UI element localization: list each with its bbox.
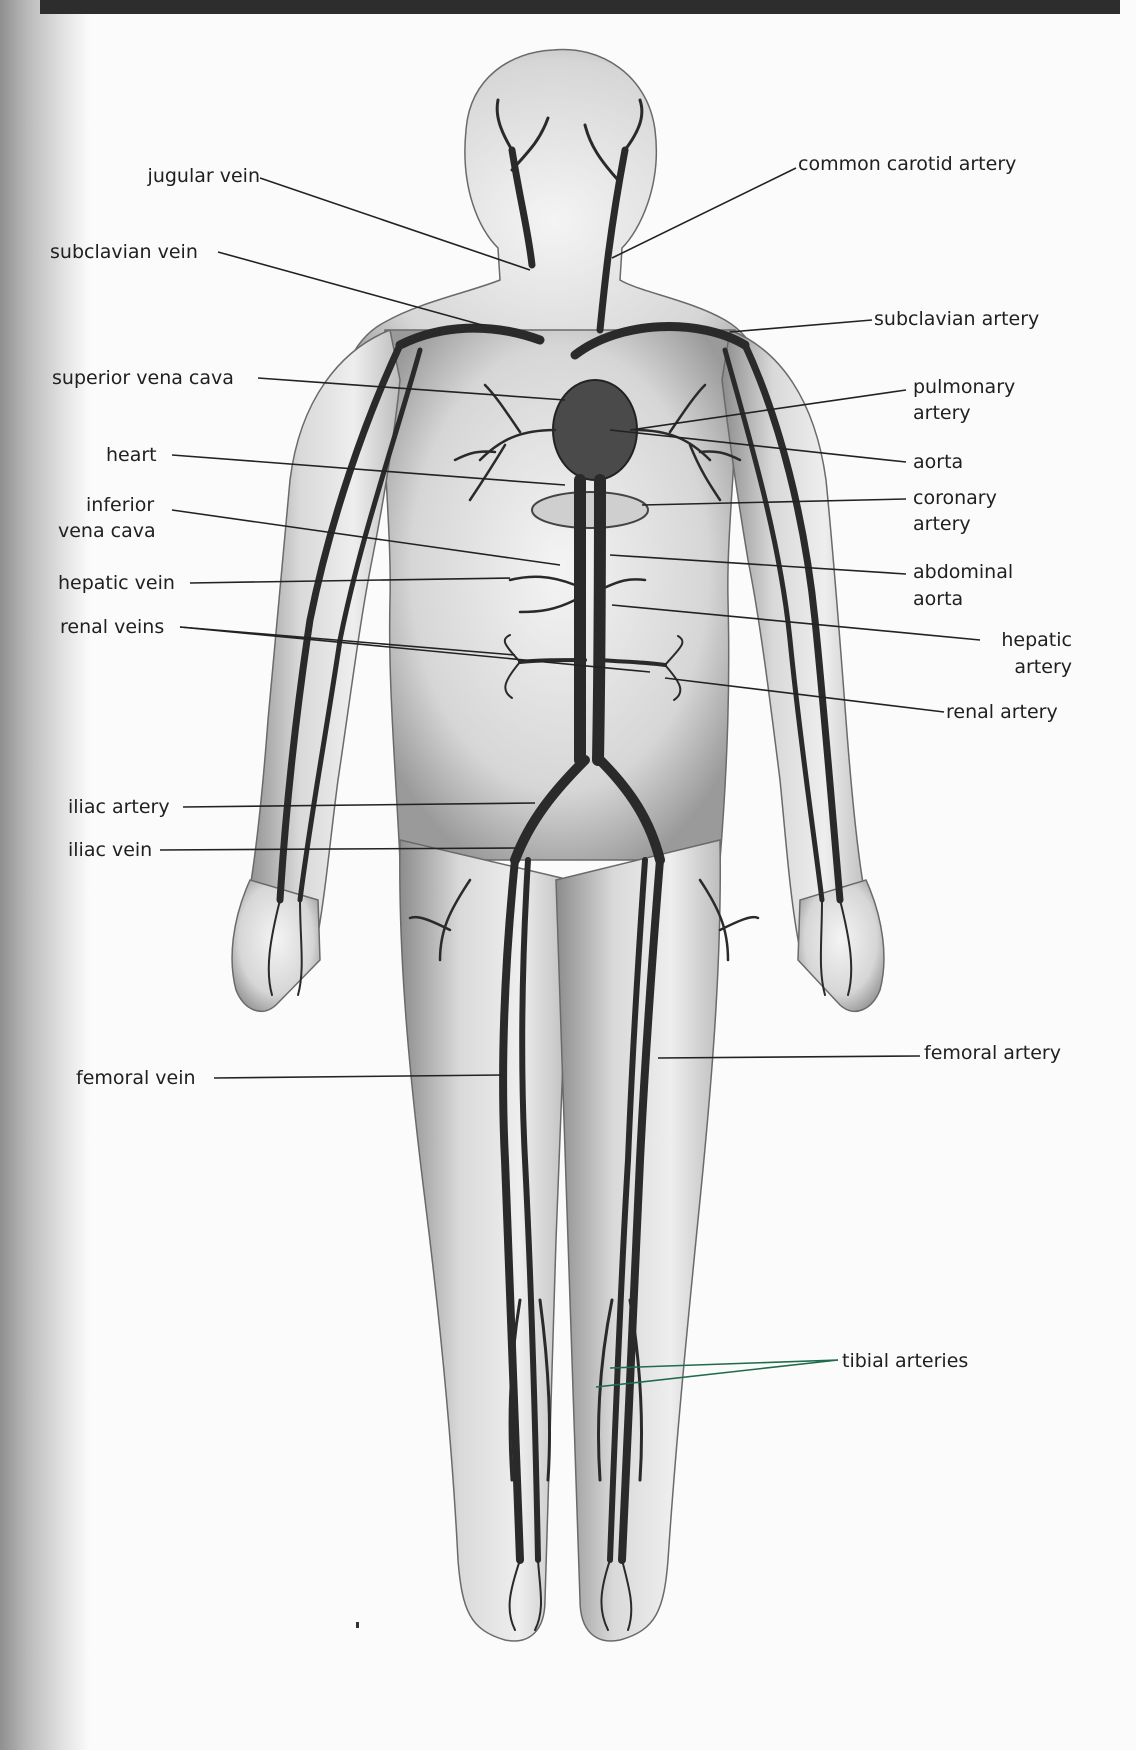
label-inferior-vena-cava-line2: vena cava: [58, 518, 156, 544]
label-subclavian-artery: subclavian artery: [874, 306, 1039, 332]
label-superior-vena-cava: superior vena cava: [52, 365, 234, 391]
label-subclavian-vein: subclavian vein: [50, 239, 198, 265]
leader-subclavian-vein: [218, 252, 482, 325]
label-femoral-vein: femoral vein: [76, 1065, 196, 1091]
body-silhouette: [232, 49, 884, 1640]
left-leg: [400, 840, 570, 1641]
abdominal-aorta-vessel: [598, 480, 600, 760]
label-pulmonary-artery-line1: pulmonary: [913, 374, 1015, 400]
label-pulmonary-artery-line2: artery: [913, 400, 971, 426]
label-iliac-artery: iliac artery: [68, 794, 170, 820]
label-tibial-arteries: tibial arteries: [842, 1348, 968, 1374]
label-renal-artery: renal artery: [946, 699, 1058, 725]
label-coronary-artery-line1: coronary: [913, 485, 997, 511]
label-femoral-artery: femoral artery: [924, 1040, 1061, 1066]
label-aorta: aorta: [913, 449, 963, 475]
label-jugular-vein: jugular vein: [120, 163, 260, 189]
label-abdominal-aorta-line1: abdominal: [913, 559, 1013, 585]
liver-shape: [532, 492, 648, 528]
leader-subclavian-artery: [730, 320, 872, 332]
label-abdominal-aorta-line2: aorta: [913, 586, 963, 612]
label-hepatic-vein: hepatic vein: [58, 570, 175, 596]
label-coronary-artery-line2: artery: [913, 511, 971, 537]
scan-speck: [356, 1622, 359, 1628]
label-common-carotid-artery: common carotid artery: [798, 151, 1016, 177]
label-hepatic-artery-line2: artery: [960, 654, 1072, 680]
left-arm: [246, 330, 400, 965]
label-iliac-vein: iliac vein: [68, 837, 152, 863]
label-renal-veins: renal veins: [60, 614, 164, 640]
label-inferior-vena-cava-line1: inferior: [86, 492, 154, 518]
label-hepatic-artery-line1: hepatic: [960, 627, 1072, 653]
heart-shape: [553, 380, 637, 480]
left-hand: [232, 880, 320, 1011]
label-heart: heart: [106, 442, 157, 468]
